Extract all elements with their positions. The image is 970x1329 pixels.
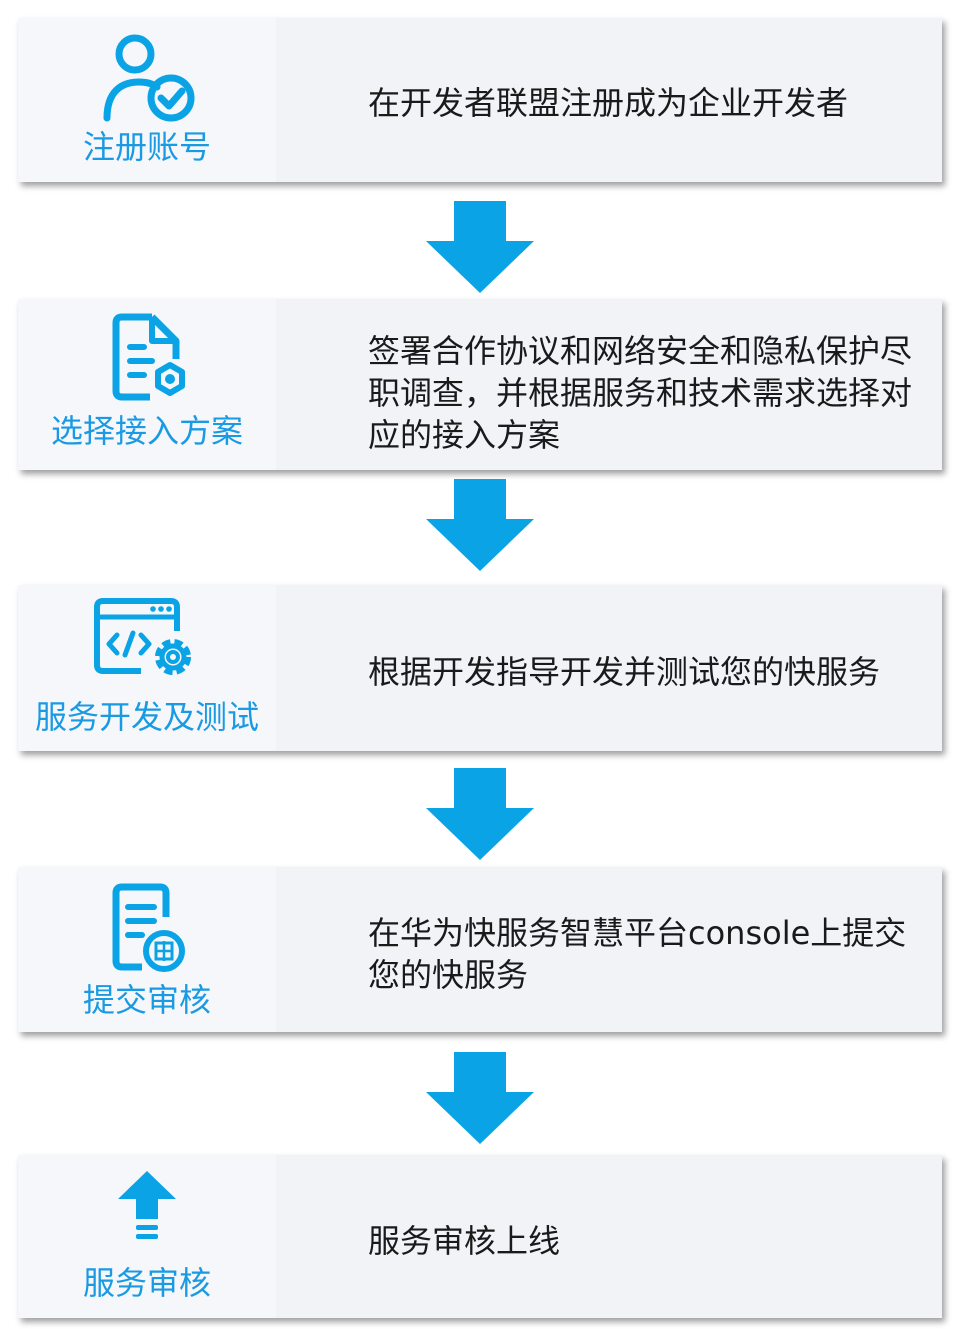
- down-arrow-icon: [426, 768, 534, 860]
- step-description: 签署合作协议和网络安全和隐私保护尽职调查，并根据服务和技术需求选择对应的接入方案: [368, 332, 913, 454]
- step-card-select-plan: 选择接入方案 签署合作协议和网络安全和隐私保护尽职调查，并根据服务和技术需求选择…: [18, 299, 942, 470]
- code-window-gear-icon: [94, 598, 191, 675]
- step-card-service-review: 服务审核 服务审核上线: [18, 1155, 942, 1318]
- document-review-icon: [112, 883, 185, 972]
- down-arrow-icon: [426, 201, 534, 293]
- document-settings-icon: [112, 313, 185, 401]
- step-title: 提交审核: [82, 981, 211, 1019]
- user-check-icon: [103, 34, 195, 122]
- step-description: 在华为快服务智慧平台console上提交您的快服务: [368, 914, 907, 994]
- step-left-panel: 选择接入方案: [18, 299, 276, 470]
- step-description: 在开发者联盟注册成为企业开发者: [368, 84, 849, 122]
- step-left-panel: 提交审核: [18, 867, 276, 1032]
- step-title: 注册账号: [82, 128, 211, 166]
- step-title: 选择接入方案: [50, 412, 243, 450]
- step-title: 服务审核: [82, 1264, 211, 1302]
- step-left-panel: 注册账号: [18, 18, 276, 182]
- down-arrow-icon: [426, 1052, 534, 1144]
- step-description: 根据开发指导开发并测试您的快服务: [368, 653, 881, 691]
- down-arrow-icon: [426, 479, 534, 571]
- step-card-submit-review: 提交审核 在华为快服务智慧平台console上提交您的快服务: [18, 867, 942, 1032]
- upload-arrow-icon: [118, 1171, 176, 1239]
- step-description: 服务审核上线: [368, 1222, 561, 1260]
- step-card-register: 注册账号 在开发者联盟注册成为企业开发者: [18, 18, 942, 182]
- step-left-panel: 服务审核: [18, 1155, 276, 1318]
- step-card-develop-test: 服务开发及测试 根据开发指导开发并测试您的快服务: [18, 585, 942, 751]
- step-title: 服务开发及测试: [34, 698, 259, 736]
- step-left-panel: 服务开发及测试: [18, 585, 276, 751]
